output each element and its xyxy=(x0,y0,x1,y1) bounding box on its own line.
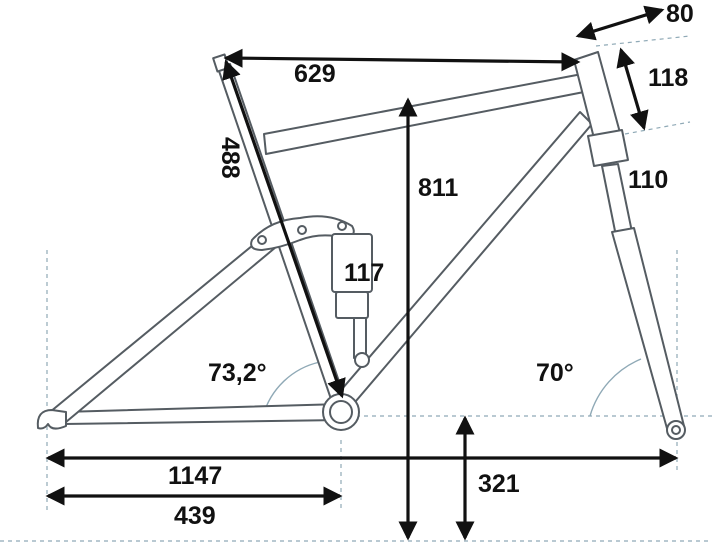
bike-frame xyxy=(36,51,686,440)
stack-label: 811 xyxy=(418,174,458,202)
bb-height-label: 321 xyxy=(478,470,520,498)
front-axle xyxy=(666,420,686,440)
fork-lower xyxy=(611,227,685,433)
seatstay xyxy=(49,235,277,423)
bottom-bracket-inner xyxy=(329,400,353,424)
rear-dropout xyxy=(36,409,67,430)
top-tube-label: 629 xyxy=(294,60,336,88)
stem-arrow xyxy=(575,5,665,41)
head-angle-label: 70° xyxy=(536,359,574,387)
chainstay xyxy=(61,403,343,425)
head-tube-bottom-guide xyxy=(624,121,691,135)
dimension-labels: 629 80 118 110 488 811 117 73,2° 70° 114… xyxy=(168,0,694,530)
fork-crown xyxy=(587,129,629,167)
head-angle-arc xyxy=(589,358,642,417)
front-axle-inner xyxy=(671,425,681,435)
top-tube-arrow xyxy=(223,48,581,72)
dimension-arrows xyxy=(45,5,679,541)
stem-label: 80 xyxy=(666,0,694,28)
head-tube-top-guide xyxy=(595,35,691,47)
head-tube-arrow xyxy=(616,47,649,131)
fork-label: 110 xyxy=(628,166,668,194)
chainstay-label: 439 xyxy=(174,502,216,530)
seat-angle-label: 73,2° xyxy=(208,359,267,387)
shock-lower-eye xyxy=(354,352,370,368)
seat-tube-arrow xyxy=(222,59,346,399)
seat-tube-label: 488 xyxy=(216,137,244,179)
shock-shaft xyxy=(353,317,367,359)
bottom-bracket xyxy=(322,393,360,431)
head-tube-label: 118 xyxy=(648,64,688,92)
shock-label: 117 xyxy=(344,259,384,287)
shock-can xyxy=(335,291,369,319)
wheelbase-label: 1147 xyxy=(168,462,222,490)
